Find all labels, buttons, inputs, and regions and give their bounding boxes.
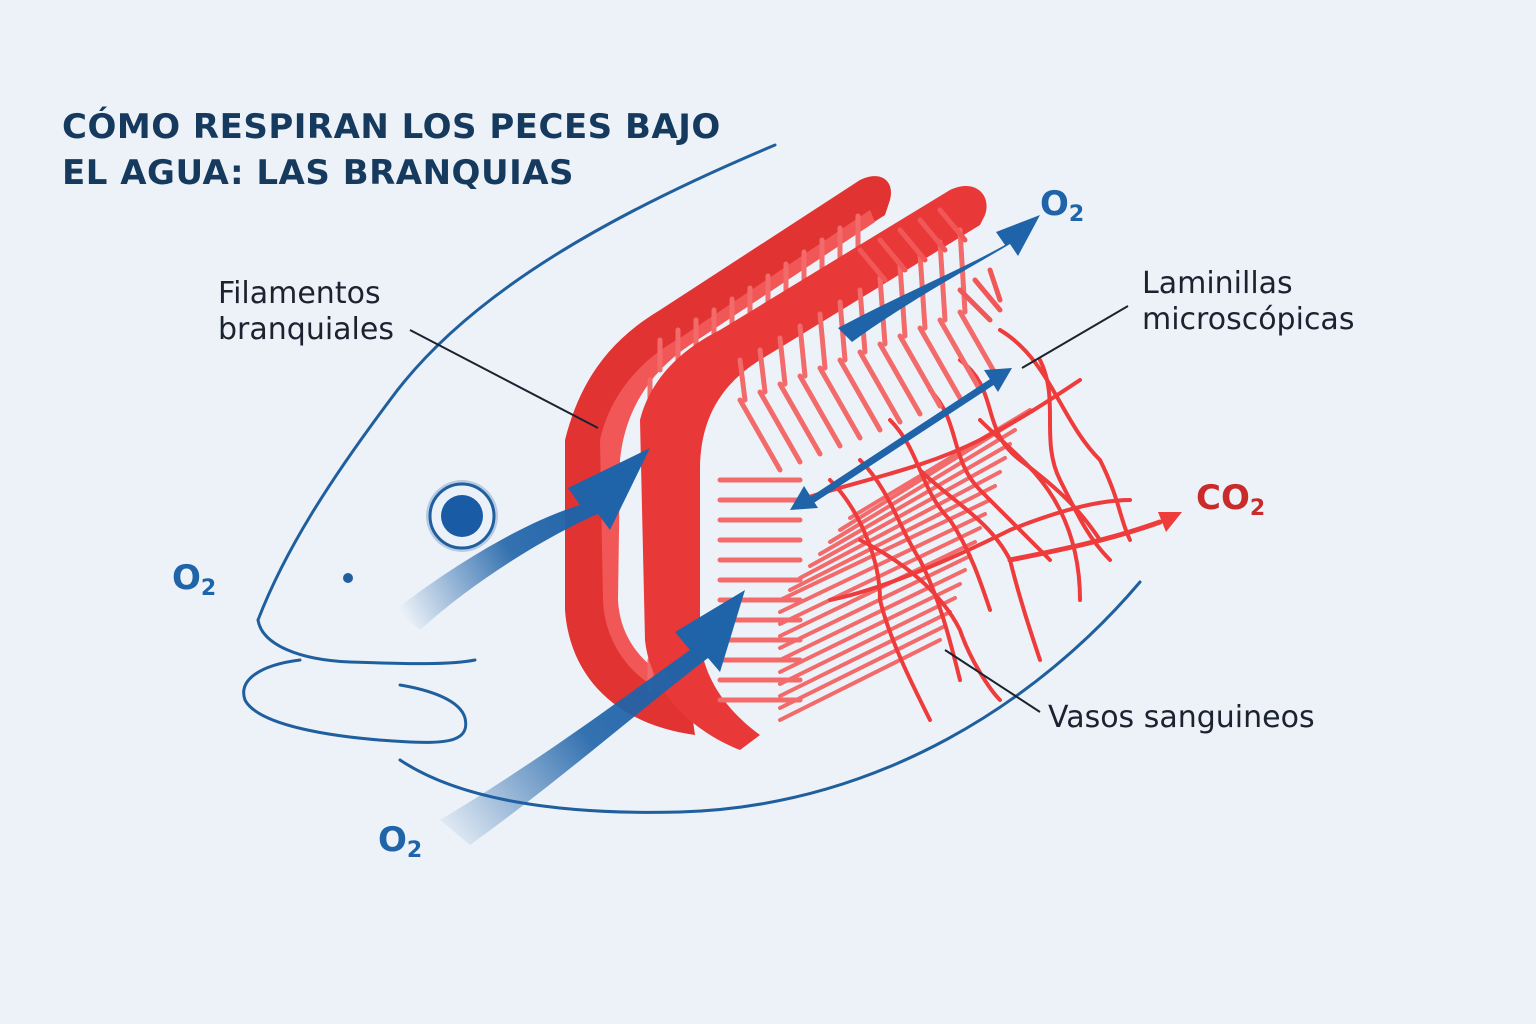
o2-exit-arrow	[838, 215, 1040, 342]
co2-exit-arrow	[1007, 512, 1182, 563]
front-arch-highlight	[600, 210, 875, 700]
diffusion-arrow	[808, 374, 1002, 504]
label-vasos-sanguineos: Vasos sanguineos	[1048, 700, 1315, 735]
fish-back-line	[256, 143, 777, 622]
leader-laminillas	[1021, 305, 1129, 369]
label-filamentos-line-1: Filamentos	[218, 276, 381, 311]
leader-vasos	[944, 649, 1041, 713]
o2-flow-arrow-upper	[395, 448, 650, 630]
o2-label-bottom: O2	[378, 820, 422, 863]
fish-lower-jaw	[242, 658, 468, 744]
co2-label: CO2	[1196, 478, 1265, 521]
label-laminillas-line-1: Laminillas	[1142, 266, 1293, 301]
leader-filamentos	[409, 329, 599, 429]
label-laminillas-line-2: microscópicas	[1142, 302, 1355, 337]
o2-left-sub: 2	[200, 576, 217, 601]
label-filamentos-branquiales: Filamentos branquiales	[218, 276, 394, 348]
o2-label-exit: O2	[1040, 184, 1084, 227]
diffusion-arrowhead-left	[790, 486, 818, 510]
co2-base: CO	[1196, 478, 1250, 518]
top-comb	[857, 207, 1003, 323]
blood-vessels	[798, 328, 1132, 722]
label-laminillas-microscopicas: Laminillas microscópicas	[1142, 266, 1354, 338]
second-arch-body	[640, 186, 987, 750]
o2-bottom-base: O	[378, 820, 407, 860]
fish-upper-lip	[256, 618, 477, 666]
leader-lines	[409, 305, 1129, 713]
nostril-dot	[343, 573, 353, 583]
diffusion-arrowhead-right	[984, 368, 1012, 392]
label-filamentos-line-2: branquiales	[218, 312, 394, 347]
o2-bottom-sub: 2	[406, 838, 423, 863]
o2-exit-sub: 2	[1068, 202, 1085, 227]
o2-label-left: O2	[172, 558, 216, 601]
o2-flow-arrow-lower	[440, 590, 745, 845]
page-title: CÓMO RESPIRAN LOS PECES BAJO EL AGUA: LA…	[62, 104, 762, 196]
title-line-2: EL AGUA: LAS BRANQUIAS	[62, 153, 575, 193]
o2-left-base: O	[172, 558, 201, 598]
o2-exit-base: O	[1040, 184, 1069, 224]
co2-sub: 2	[1249, 496, 1266, 521]
title-line-1: CÓMO RESPIRAN LOS PECES BAJO	[62, 107, 721, 147]
fish-eye	[426, 480, 498, 552]
